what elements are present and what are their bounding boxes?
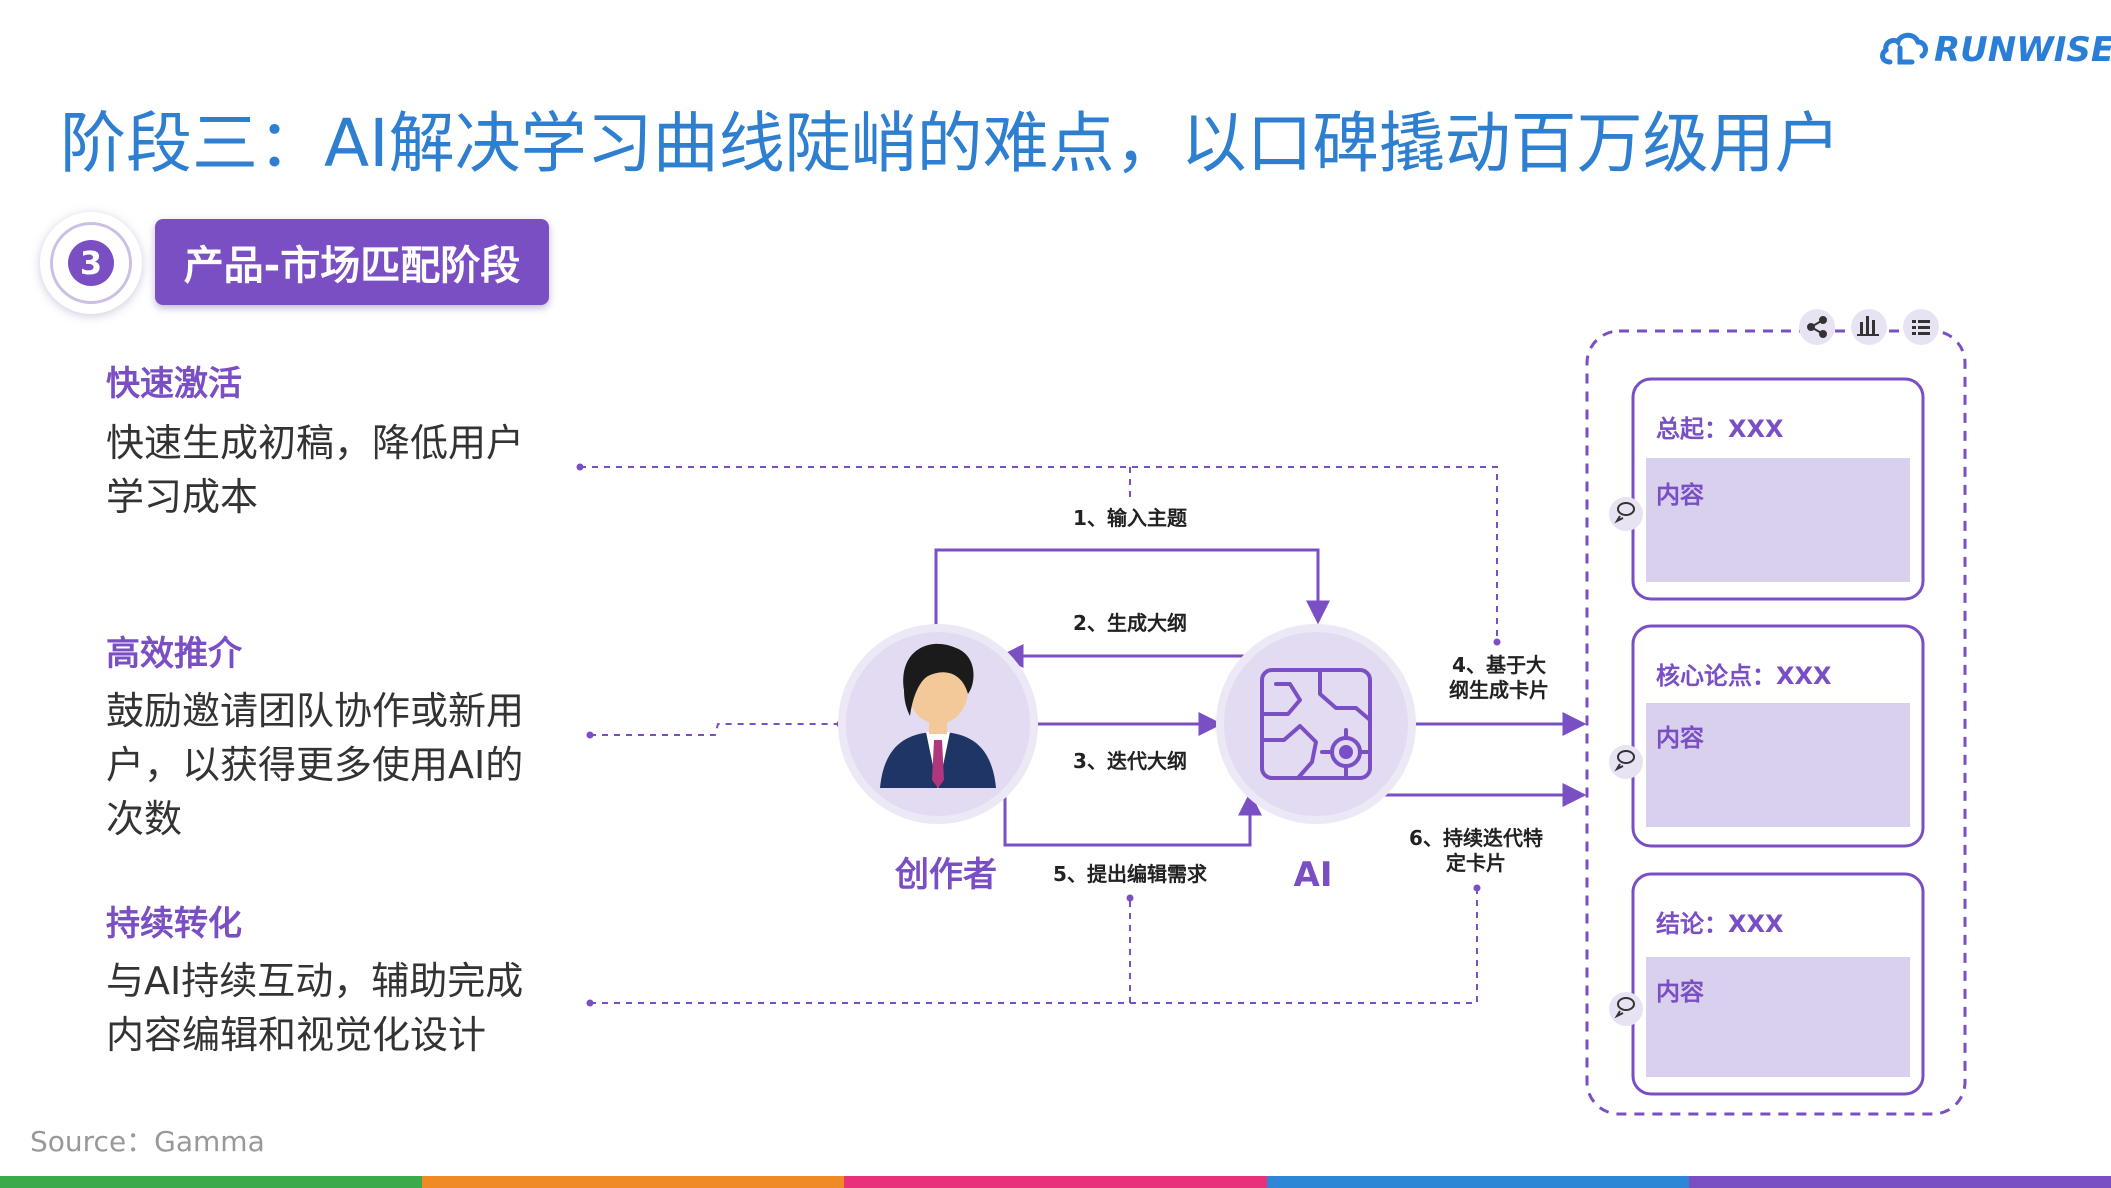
cloud-logo-icon: [1880, 32, 1928, 65]
card-2: 核心论点：XXX 内容: [1609, 624, 1925, 848]
feature-desc-activation: 快速生成初稿，降低用户学习成本: [106, 421, 525, 519]
color-segment: [1688, 1176, 2111, 1188]
card-2-content: 内容: [1656, 724, 1704, 752]
dashed-connectors: [576, 463, 1501, 1007]
color-segment: [1266, 1176, 1689, 1188]
feature-title-conversion: 持续转化: [106, 904, 242, 944]
card-1: 总起：XXX 内容: [1609, 377, 1925, 601]
share-icon: [1799, 309, 1835, 345]
feature-title-activation: 快速激活: [106, 364, 242, 404]
color-segment: [0, 1176, 423, 1188]
page-title: 阶段三：AI解决学习曲线陡峭的难点，以口碑撬动百万级用户: [60, 105, 1841, 182]
color-segment: [422, 1176, 845, 1188]
stage-number-ring: [50, 222, 132, 304]
ai-circuit-icon: [1260, 668, 1372, 780]
feature-desc-conversion: 与AI持续互动，辅助完成内容编辑和视觉化设计: [106, 959, 524, 1057]
source-note: Source：Gamma: [30, 1125, 265, 1158]
stage-label: 产品-市场匹配阶段: [155, 219, 549, 305]
card-1-title: 总起：XXX: [1656, 415, 1784, 443]
creator-label: 创作者: [894, 855, 997, 895]
step-3-label: 3、迭代大纲: [1073, 749, 1187, 773]
ai-label: AI: [1294, 855, 1333, 895]
card-toolbar: [1799, 309, 1939, 345]
step-4-label-line1: 4、基于大: [1452, 653, 1546, 677]
card-3-title: 结论：XXX: [1656, 910, 1784, 938]
arrow-step5: [1003, 776, 1262, 847]
feature-desc-referral: 鼓励邀请团队协作或新用户，以获得更多使用AI的次数: [106, 689, 525, 841]
step-6-label-line1: 6、持续迭代特: [1409, 826, 1543, 850]
step-4-label-line2: 纲生成卡片: [1449, 678, 1549, 702]
step-5-label: 5、提出编辑需求: [1053, 862, 1208, 886]
bottom-color-bar: [0, 1176, 2111, 1188]
card-3-content: 内容: [1656, 978, 1704, 1006]
connector-conversion-to-step6: [590, 888, 1478, 1004]
arrow-step1: [934, 548, 1330, 628]
brand-logo-text: RUNWISE: [1934, 30, 2111, 70]
color-segment: [844, 1176, 1267, 1188]
card-2-title: 核心论点：XXX: [1656, 662, 1832, 690]
creator-avatar-icon: [880, 643, 996, 790]
card-deck-frame: [1585, 329, 1967, 1116]
feature-title-referral: 高效推介: [106, 634, 242, 674]
card-1-content: 内容: [1656, 481, 1704, 509]
card-3: 结论：XXX 内容: [1609, 872, 1925, 1096]
ai-circle: [1224, 632, 1408, 816]
stage-number: 3: [68, 240, 114, 286]
connector-referral-to-creator: [590, 723, 840, 736]
connector-activation-to-step4: [580, 466, 1498, 642]
step-6-label-line2: 定卡片: [1446, 851, 1506, 875]
step-1-label: 1、输入主题: [1073, 506, 1188, 530]
step-2-label: 2、生成大纲: [1073, 611, 1187, 635]
